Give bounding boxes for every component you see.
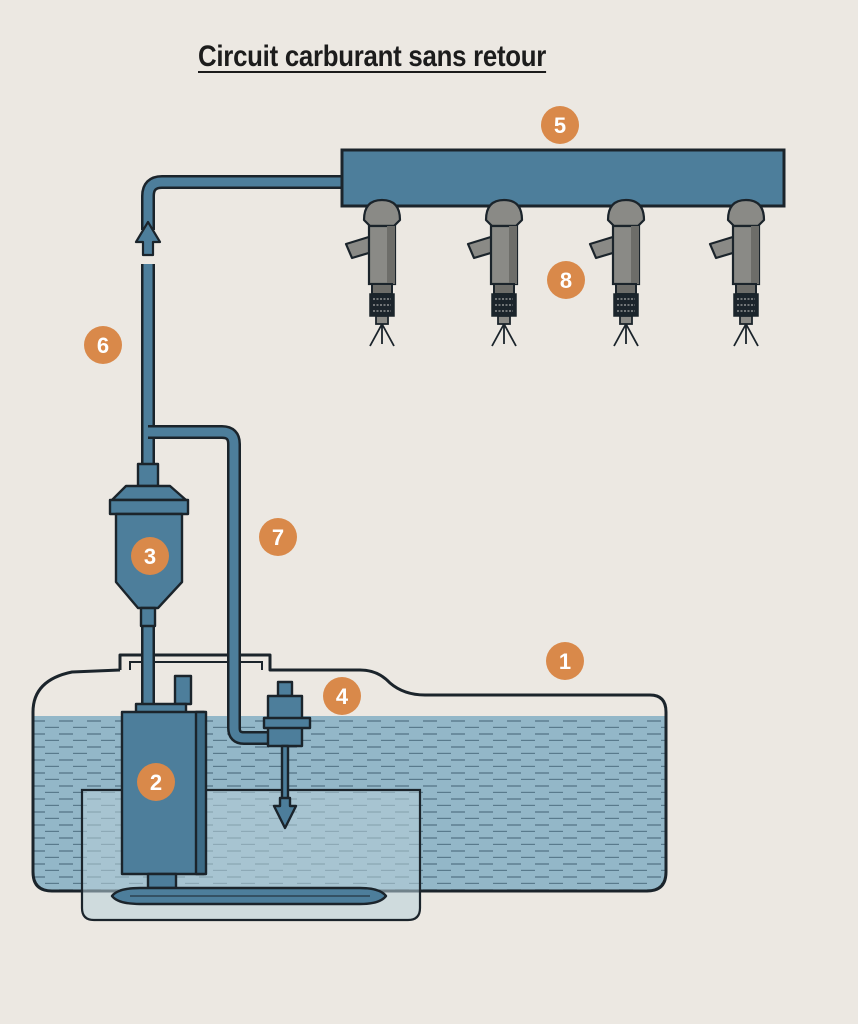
label-injectors: 8 — [547, 261, 585, 299]
label-pump-text: 2 — [150, 770, 162, 795]
regulator-line — [148, 427, 268, 743]
label-supply-line: 6 — [84, 326, 122, 364]
flow-up-arrow — [134, 220, 162, 257]
supply-line-outline — [141, 175, 345, 708]
label-tank: 1 — [546, 642, 584, 680]
label-tank-text: 1 — [559, 649, 571, 674]
label-injectors-text: 8 — [560, 268, 572, 293]
diagram-title: Circuit carburant sans retour — [198, 40, 547, 73]
supply-line — [143, 177, 345, 708]
injector — [466, 198, 524, 347]
injector — [588, 198, 646, 347]
fuel-rail — [340, 148, 786, 208]
label-rail-text: 5 — [554, 113, 566, 138]
label-pump: 2 — [137, 763, 175, 801]
label-filter: 3 — [131, 537, 169, 575]
injector — [708, 198, 766, 347]
injector — [344, 198, 402, 347]
fuel-filter — [108, 462, 190, 628]
label-supply-line-text: 6 — [97, 333, 109, 358]
tank-outline — [31, 653, 668, 893]
label-filter-text: 3 — [144, 544, 156, 569]
injectors — [344, 198, 766, 347]
label-regulator-line: 7 — [259, 518, 297, 556]
label-regulator-text: 4 — [336, 684, 349, 709]
label-regulator-line-text: 7 — [272, 525, 284, 550]
label-regulator: 4 — [323, 677, 361, 715]
fuel-lines — [141, 175, 345, 745]
label-rail: 5 — [541, 106, 579, 144]
pressure-regulator — [262, 680, 312, 830]
